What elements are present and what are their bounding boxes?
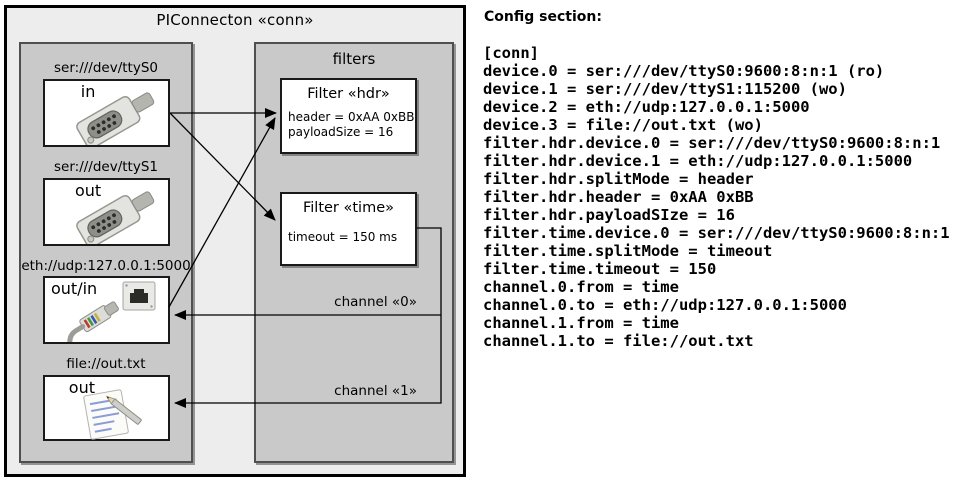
port-direction-label: in xyxy=(80,82,96,101)
piconnection-diagram: PIConnecton «conn» ser:///dev/ttyS0 in xyxy=(4,5,466,477)
device-uri-ttys1: ser:///dev/ttyS1 xyxy=(54,159,158,175)
filter-time-properties: timeout = 150 ms xyxy=(288,230,398,244)
ethernet-jack-icon xyxy=(122,281,156,311)
notepad-icon xyxy=(83,389,142,440)
channel-0-label: channel «0» xyxy=(334,294,417,310)
ethernet-cable-icon xyxy=(67,301,119,342)
device-box-file: out xyxy=(43,375,170,441)
device-uri-eth: eth://udp:127.0.0.1:5000 xyxy=(21,258,191,274)
device-box-eth: out/in xyxy=(43,276,170,344)
device-box-ttys0: in xyxy=(43,79,170,147)
config-text: [conn] device.0 = ser:///dev/ttyS0:9600:… xyxy=(483,44,950,350)
port-direction-label: out xyxy=(68,378,95,397)
port-direction-label: out xyxy=(74,181,102,200)
filters-panel-title: filters xyxy=(332,50,376,68)
device-box-ttys1: out xyxy=(43,178,170,246)
device-uri-file: file://out.txt xyxy=(66,356,146,372)
filter-time-title: Filter «time» xyxy=(302,200,395,216)
serial-connector-icon xyxy=(76,191,155,244)
filters-panel: filters Filter «hdr» header = 0xAA 0xBB … xyxy=(254,42,454,463)
config-section-heading: Config section: xyxy=(484,9,602,25)
filter-hdr-box: Filter «hdr» header = 0xAA 0xBB payloadS… xyxy=(280,78,417,154)
device-uri-ttys0: ser:///dev/ttyS0 xyxy=(54,60,158,76)
filter-hdr-properties: header = 0xAA 0xBB payloadSize = 16 xyxy=(288,110,415,139)
serial-connector-icon xyxy=(76,92,155,145)
filter-time-box: Filter «time» timeout = 150 ms xyxy=(280,192,417,266)
devices-panel: ser:///dev/ttyS0 in xyxy=(19,42,193,463)
filter-hdr-title: Filter «hdr» xyxy=(307,86,390,102)
channel-1-label: channel «1» xyxy=(334,383,417,399)
port-direction-label: out/in xyxy=(51,279,98,298)
diagram-title: PIConnecton «conn» xyxy=(156,11,314,29)
